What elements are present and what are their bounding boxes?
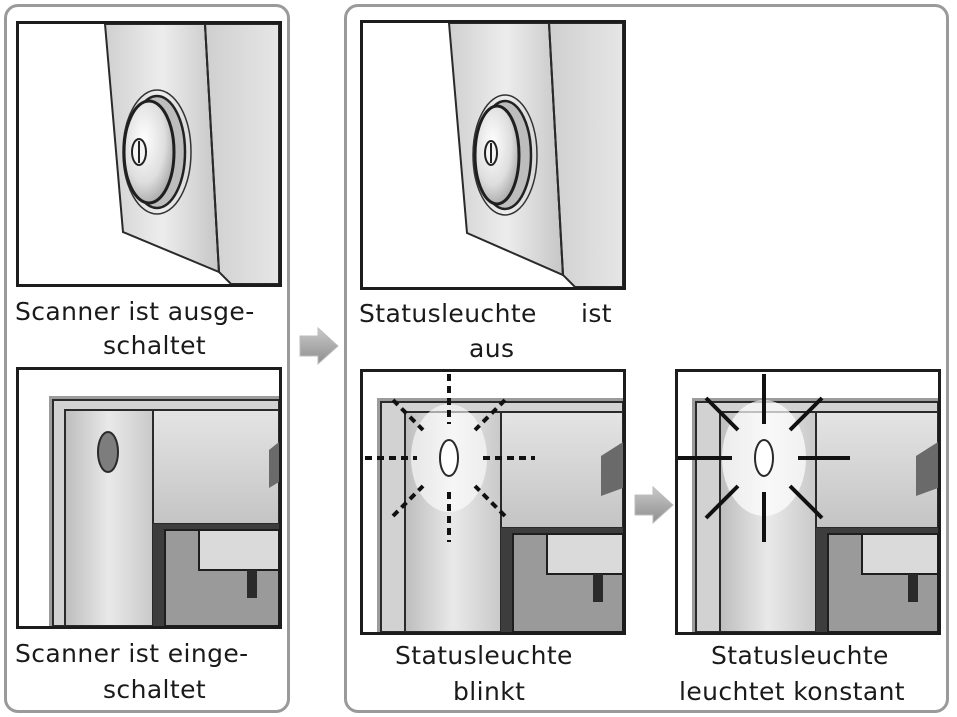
status-off-caption-line2: aus xyxy=(469,334,515,363)
flow-arrow-icon xyxy=(299,326,339,366)
status-light-icon xyxy=(411,404,487,512)
steady-rays xyxy=(678,374,850,542)
flow-arrow-icon xyxy=(634,485,674,525)
scanner-off-illustration xyxy=(16,21,282,287)
status-off-caption-word2: ist xyxy=(581,299,612,328)
status-off-caption-word1: Statusleuchte xyxy=(359,299,537,328)
status-blink-illustration xyxy=(360,369,626,635)
status-light-icon xyxy=(97,431,119,473)
blink-rays xyxy=(365,374,535,542)
status-off-illustration xyxy=(360,20,626,290)
power-button-icon xyxy=(122,89,192,215)
scanner-on-caption-line2: schaltet xyxy=(103,675,207,704)
status-blink-caption-line2: blinkt xyxy=(453,677,526,706)
status-steady-caption-line1: Statusleuchte xyxy=(711,641,889,670)
scanner-power-panel: Scanner ist ausge- schaltet Scanner ist … xyxy=(4,4,290,713)
status-light-icon xyxy=(722,400,806,516)
status-steady-illustration xyxy=(675,369,941,635)
scanner-on-caption-line1: Scanner ist einge- xyxy=(15,639,249,668)
scanner-off-caption-line1: Scanner ist ausge- xyxy=(15,297,255,326)
status-blink-caption-line1: Statusleuchte xyxy=(395,641,573,670)
status-light-panel: Statusleuchte ist aus xyxy=(344,4,949,713)
status-steady-caption-line2: leuchtet konstant xyxy=(679,677,906,706)
scanner-on-illustration xyxy=(16,367,282,629)
scanner-off-caption-line2: schaltet xyxy=(103,331,207,360)
power-button-icon xyxy=(472,94,538,216)
